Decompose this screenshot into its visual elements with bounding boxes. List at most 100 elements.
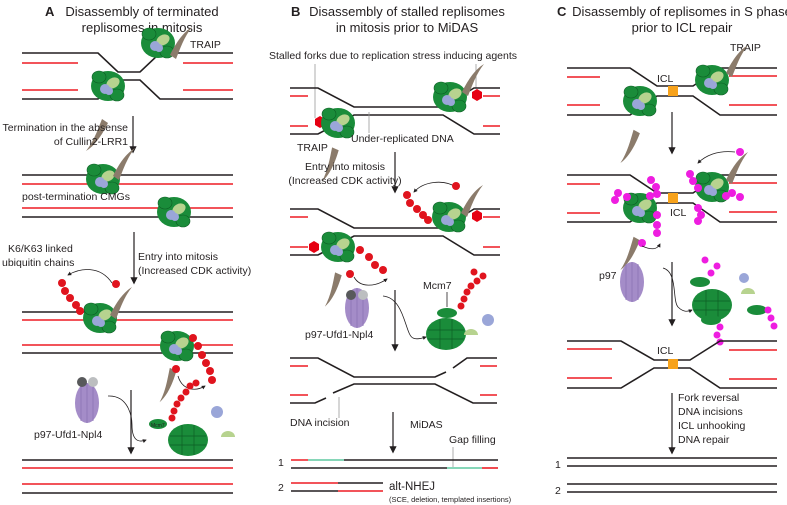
panel-b: B Disassembly of stalled replisomes in m… — [269, 4, 517, 504]
outcome-1-label-b: 1 — [278, 457, 284, 469]
panel-c-title-line2: prior to ICL repair — [632, 20, 733, 35]
cmg-helicase — [140, 27, 176, 59]
cmg-helicase — [320, 231, 356, 263]
ubiquitin-chain — [346, 182, 460, 278]
stalled-forks-label: Stalled forks due to replication stress … — [269, 50, 517, 62]
post-termination-label: post-termination CMGs — [22, 191, 130, 203]
midas-label: MiDAS — [410, 419, 443, 431]
curved-arrow-icon — [413, 181, 459, 193]
repair-step-icl-unhooking: ICL unhooking — [678, 420, 745, 432]
step-termination-line2: of Cullin2-LRR1 — [54, 136, 128, 148]
icl-forks-dna — [567, 45, 777, 164]
repair-step-dna-repair: DNA repair — [678, 434, 730, 446]
repaired-dna-1 — [567, 457, 777, 467]
gap-filling-label: Gap filling — [449, 434, 496, 446]
traip-protein — [617, 129, 643, 164]
step-mitosis-line1: Entry into mitosis — [138, 251, 218, 263]
stall-agent-icon — [309, 241, 319, 253]
icl-dna-after — [567, 340, 777, 389]
stall-agent-icon — [472, 89, 482, 101]
extracted-cmg-c — [690, 256, 778, 346]
traip-protein — [462, 64, 484, 96]
icl-ubiquitylated-dna — [567, 148, 777, 271]
icl-crosslink-icon — [668, 359, 678, 369]
p97-complex-a — [74, 377, 100, 424]
stall-agent-icon — [472, 210, 482, 222]
panel-a-title-line1: Disassembly of terminated — [65, 4, 218, 19]
traip-protein — [110, 287, 132, 319]
panel-a-title-line2: replisomes in mitosis — [82, 20, 203, 35]
p97-label-b: p97-Ufd1-Npl4 — [305, 329, 373, 341]
p97-complex-b — [344, 287, 370, 329]
step-mitosis-b-line2: (Increased CDK activity) — [288, 175, 401, 187]
mcm7-label-a: Mcm7 — [151, 423, 165, 429]
dna-incision-label: DNA incision — [290, 417, 350, 429]
cmg-helicase — [320, 107, 356, 139]
outcome-2-label-c: 2 — [555, 485, 561, 497]
curved-arrow-icon — [67, 269, 113, 284]
repair-step-dna-incisions: DNA incisions — [678, 406, 743, 418]
cmg-helicase — [432, 81, 468, 113]
midas-outcome-1 — [291, 459, 498, 469]
icl-label-1: ICL — [657, 73, 674, 85]
outcome-2-label-b: 2 — [278, 482, 284, 494]
under-replicated-label: Under-replicated DNA — [351, 133, 454, 145]
ubiquitylated-dna-a — [22, 279, 233, 403]
repair-step-fork-reversal: Fork reversal — [678, 392, 739, 404]
extracted-mcm7-b — [425, 268, 494, 351]
final-dna-a — [22, 459, 233, 494]
panel-c-title-line1: Disassembly of replisomes in S phase — [572, 4, 787, 19]
repaired-dna-2 — [567, 483, 777, 493]
cmg-helicase — [82, 302, 118, 334]
icl-crosslink-icon — [668, 86, 678, 96]
step-mitosis-line2: (Increased CDK activity) — [138, 265, 251, 277]
ubiquitin-label-line2: ubiquitin chains — [2, 257, 74, 269]
ubiquitylated-stalled-dna — [290, 182, 500, 307]
alt-nhej-label: alt-NHEJ — [389, 481, 435, 493]
ubiquitin-chain — [58, 279, 216, 384]
ubiquitin-label-line1: K6/K63 linked — [8, 243, 73, 255]
curved-arrow-icon — [382, 295, 427, 340]
cmg-helicase — [156, 196, 192, 228]
outcome-1-label-c: 1 — [555, 459, 561, 471]
traip-protein — [726, 152, 748, 184]
panel-b-letter: B — [291, 4, 300, 19]
cmg-helicase — [85, 163, 121, 195]
curved-arrow-icon — [641, 243, 661, 250]
cmg-helicase — [90, 70, 126, 102]
traip-label-b: TRAIP — [297, 142, 328, 154]
curved-arrow-icon — [697, 151, 736, 164]
incised-dna — [290, 357, 497, 404]
panel-c-letter: C — [557, 4, 567, 19]
curved-arrow-icon — [662, 267, 693, 314]
panel-b-title-line1: Disassembly of stalled replisomes — [309, 4, 505, 19]
panel-a: A Disassembly of terminated replisomes i… — [2, 4, 251, 494]
curved-arrow-icon — [107, 395, 147, 443]
step-mitosis-b-line1: Entry into mitosis — [305, 161, 385, 173]
cmg-helicase — [431, 201, 467, 233]
cmg-helicase — [159, 330, 195, 362]
midas-outcome-2 — [291, 482, 383, 492]
step-termination-line1: Termination in the absense — [3, 122, 129, 134]
p97-label-c: p97 — [599, 270, 617, 282]
ubiquitin-chain — [611, 148, 744, 247]
cmg-helicase — [694, 64, 730, 96]
cmg-helicase — [622, 85, 658, 117]
traip-protein — [319, 271, 347, 307]
mcm7-label-b: Mcm7 — [423, 280, 452, 292]
extracted-mcm7-a: Mcm7 — [149, 379, 235, 457]
p97-label-a: p97-Ufd1-Npl4 — [34, 429, 102, 441]
panel-a-letter: A — [45, 4, 55, 19]
converging-forks-a — [22, 27, 233, 151]
panel-c: C Disassembly of replisomes in S phase p… — [555, 4, 787, 497]
stalled-forks-dna — [290, 64, 500, 182]
curved-arrow-icon — [353, 276, 388, 286]
icl-label-2: ICL — [670, 207, 687, 219]
terminated-dna-a — [22, 148, 233, 228]
traip-label-a: TRAIP — [190, 39, 221, 51]
icl-label-3: ICL — [657, 345, 674, 357]
panel-b-title-line2: in mitosis prior to MiDAS — [336, 20, 479, 35]
p97-icon-c — [619, 261, 645, 303]
icl-crosslink-icon — [668, 193, 678, 203]
